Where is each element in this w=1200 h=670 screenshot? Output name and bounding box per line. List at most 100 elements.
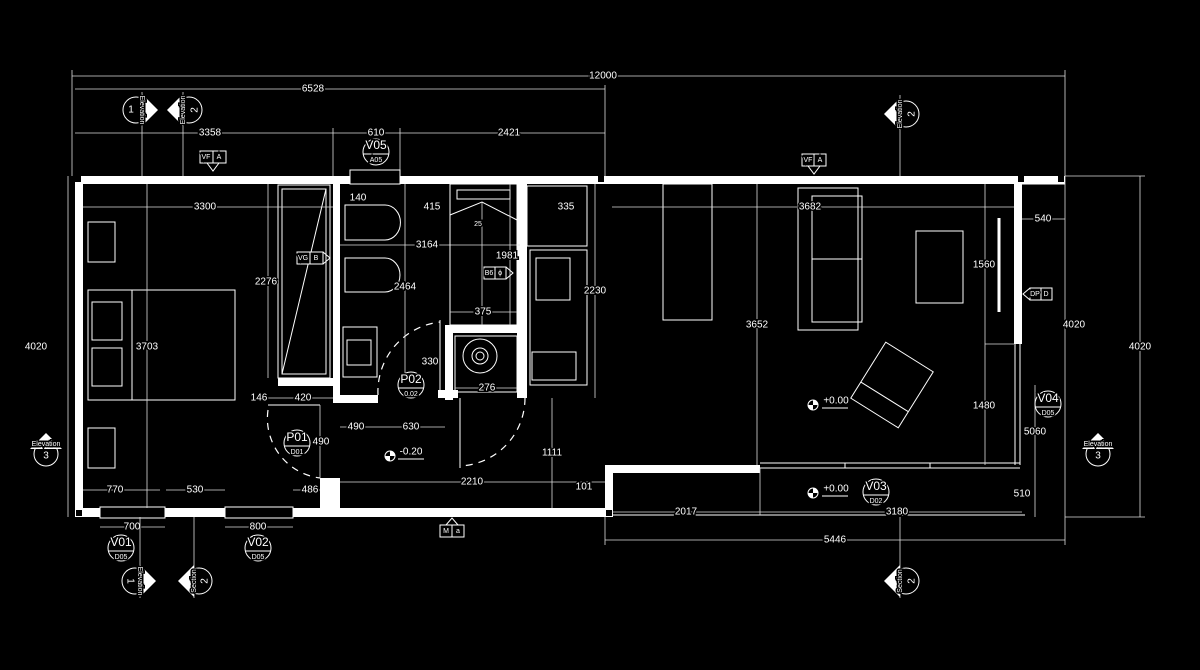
- dim-bedroom-inner: 3300: [194, 202, 217, 213]
- svg-text:2: 2: [907, 578, 918, 584]
- svg-text:2: 2: [200, 578, 211, 584]
- dim-3180: 3180: [886, 507, 909, 518]
- svg-text:Elevation: Elevation: [32, 441, 61, 448]
- cabinet: [662, 183, 713, 321]
- dim-window-v05: 610: [368, 128, 385, 139]
- dim-276: 276: [479, 383, 496, 394]
- dim-540: 540: [1035, 214, 1052, 225]
- dim-1560: 1560: [973, 260, 996, 271]
- dim-2230: 2230: [584, 286, 607, 297]
- coffee-table: [915, 230, 964, 304]
- bathroom: 3164 2464 140 330 490 630 490: [311, 184, 520, 478]
- window-v01: [99, 506, 166, 519]
- dim-2276: 2276: [255, 277, 278, 288]
- shower-bar: [456, 189, 511, 200]
- dim-415: 415: [424, 202, 441, 213]
- marker-left-3: Elevation 3: [30, 433, 62, 467]
- dim-5060: 5060: [1024, 427, 1047, 438]
- dim-bed-height: 3703: [136, 342, 159, 353]
- kitchen-sink: [535, 257, 571, 301]
- level-balcony: +0.00: [807, 482, 851, 499]
- svg-text:D05: D05: [115, 554, 128, 561]
- shower-utility: 415 25 1981 375 276: [422, 183, 526, 468]
- dim-770: 770: [107, 485, 124, 496]
- washbasin: [342, 326, 378, 378]
- svg-text:P01: P01: [286, 430, 308, 444]
- svg-text:0.02: 0.02: [404, 391, 418, 398]
- dim-140: 140: [350, 193, 367, 204]
- dim-630: 630: [403, 422, 420, 433]
- dim-living-width: 3682: [799, 202, 822, 213]
- toilet: [344, 204, 401, 241]
- marker-bottom-right: Section 2: [884, 517, 920, 598]
- dim-3164: 3164: [416, 240, 439, 251]
- svg-text:2: 2: [907, 111, 918, 117]
- svg-text:D02: D02: [870, 498, 883, 505]
- dim-101: 101: [576, 482, 593, 493]
- nightstand: [87, 221, 116, 263]
- dim-486: 486: [302, 485, 319, 496]
- svg-text:V03: V03: [865, 479, 887, 493]
- stove: [531, 351, 577, 381]
- armchair: [850, 341, 934, 429]
- svg-text:A: A: [217, 154, 222, 161]
- dim-700: 700: [124, 522, 141, 533]
- bed: [87, 289, 236, 401]
- svg-text:1: 1: [128, 105, 134, 116]
- dim-left-block: 6528: [302, 84, 325, 95]
- dim-1480: 1480: [973, 401, 996, 412]
- svg-text:DP: DP: [1030, 291, 1040, 298]
- level-corridor: -0.20: [384, 445, 424, 462]
- level-living: +0.00: [807, 394, 851, 411]
- marker-top-right: Elevation 2: [884, 95, 920, 176]
- window-v02: [224, 506, 294, 519]
- dim-2017: 2017: [675, 507, 698, 518]
- svg-text:D: D: [1043, 291, 1048, 298]
- svg-text:M: M: [443, 528, 449, 535]
- svg-text:D05: D05: [252, 554, 265, 561]
- dim-5446: 5446: [824, 535, 847, 546]
- marker-bottom-1: Elevation 1: [121, 517, 156, 598]
- svg-text:ɸ: ɸ: [498, 270, 502, 277]
- dim-2210: 2210: [461, 477, 484, 488]
- svg-text:1: 1: [124, 578, 135, 584]
- dim-25: 25: [474, 221, 482, 228]
- svg-text:Section: Section: [897, 569, 904, 592]
- dim-420: 420: [295, 393, 312, 404]
- dim-left-height: 4020: [25, 342, 48, 353]
- nightstand: [87, 427, 116, 469]
- top-dimensions: 12000 6528 3358 610 2421: [71, 69, 1066, 176]
- svg-text:Elevation: Elevation: [136, 567, 143, 596]
- svg-text:Elevation: Elevation: [180, 95, 187, 124]
- dim-335: 335: [558, 202, 575, 213]
- dim-right-inner: 4020: [1063, 320, 1086, 331]
- dim-490-bath: 490: [348, 422, 365, 433]
- svg-text:Section: Section: [191, 569, 198, 592]
- dim-2464: 2464: [394, 282, 417, 293]
- marker-top-1: Elevation 1: [122, 92, 158, 176]
- bedroom: 3300 3703 2276 770 530 486 700 800 146 4…: [83, 184, 333, 534]
- svg-text:Elevation: Elevation: [138, 96, 145, 125]
- dim-overall: 12000: [589, 71, 617, 82]
- svg-text:Elevation: Elevation: [1084, 441, 1113, 448]
- section-markers: Elevation 1 Elevation 2 Elevation 2 Elev…: [30, 92, 1114, 598]
- svg-text:2: 2: [190, 107, 201, 113]
- dim-490-door: 490: [313, 437, 330, 448]
- walls: [75, 176, 1066, 517]
- svg-text:+0.00: +0.00: [823, 484, 849, 495]
- svg-text:3: 3: [43, 451, 49, 462]
- level-marks: -0.20 +0.00 +0.00: [384, 394, 851, 499]
- dim-bedroom-width: 3358: [199, 128, 222, 139]
- svg-text:3: 3: [1095, 451, 1101, 462]
